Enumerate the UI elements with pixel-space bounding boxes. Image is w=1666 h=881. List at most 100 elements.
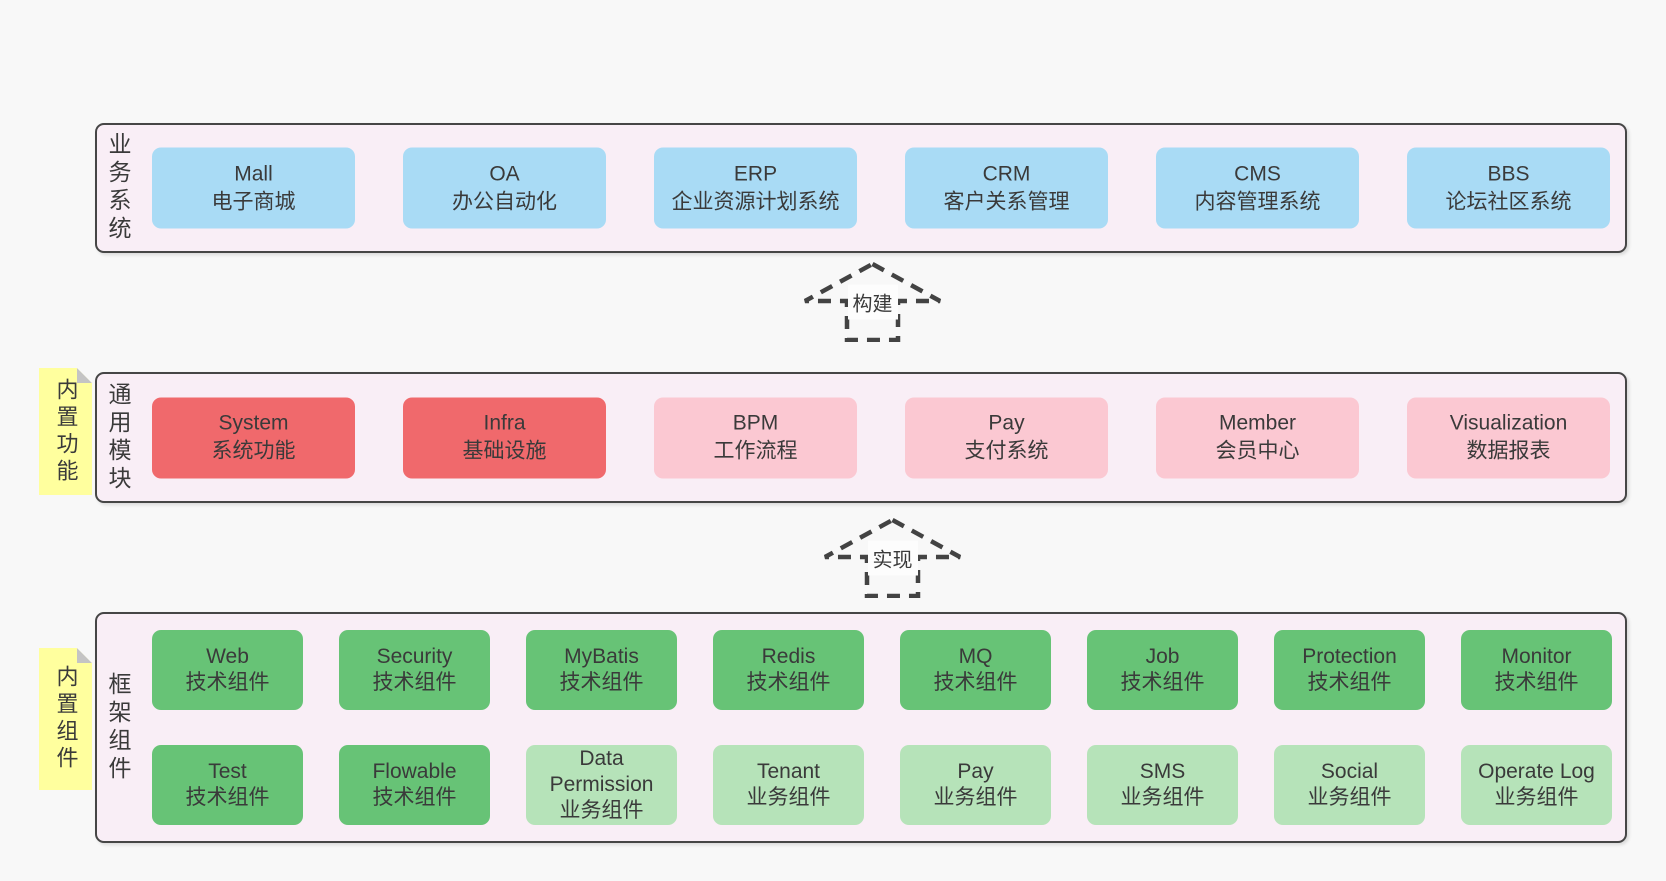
box-title: Test [208,760,247,783]
box-subtitle: 电子商城 [211,190,296,213]
box-subtitle: 办公自动化 [452,190,557,213]
box-title: BBS [1487,162,1530,185]
box-system: System 系统功能 [152,397,355,478]
box-oa: OA 办公自动化 [403,147,606,229]
box-title: Data Permission [549,747,654,796]
box-title: Pay [988,411,1025,435]
box-subtitle: 企业资源计划系统 [671,190,840,213]
box-subtitle: 系统功能 [211,439,296,463]
box-protection: Protection 技术组件 [1274,630,1425,710]
box-subtitle: 技术组件 [1494,671,1579,694]
box-monitor: Monitor 技术组件 [1461,630,1612,710]
box-subtitle: 客户关系管理 [943,190,1070,213]
box-subtitle: 工作流程 [713,439,798,463]
box-title: Member [1218,411,1297,435]
box-mybatis: MyBatis 技术组件 [526,630,677,710]
box-tenant: Tenant 业务组件 [713,745,864,825]
box-title: Security [376,645,453,668]
box-title: CMS [1234,162,1281,185]
box-subtitle: 技术组件 [185,786,270,809]
box-subtitle: 业务组件 [1494,786,1579,809]
box-subtitle: 基础设施 [462,439,547,463]
sticky-note-built-in-functions: 内置功能 [39,368,92,495]
box-title: MyBatis [564,645,639,668]
box-pay: Pay 支付系统 [905,397,1108,478]
layer-label-modules: 通用模块 [105,381,131,494]
box-title: CRM [982,162,1031,185]
box-title: Pay [957,760,994,783]
layer-common-modules: 通用模块 System 系统功能 Infra 基础设施 BPM 工作流程 Pay 支付系统 Me… [95,372,1627,503]
box-subtitle: 业务组件 [746,786,831,809]
box-subtitle: 论坛社区系统 [1445,190,1572,213]
box-title: Job [1145,645,1180,668]
box-title: Operate Log [1478,760,1595,783]
box-title: SMS [1139,760,1186,783]
box-title: Tenant [756,760,821,783]
box-title: System [218,411,289,435]
box-crm: CRM 客户关系管理 [905,147,1108,229]
box-title: Infra [483,411,526,435]
box-pay: Pay 业务组件 [900,745,1051,825]
box-title: Web [206,645,249,668]
box-subtitle: 业务组件 [1307,786,1392,809]
box-title: ERP [733,162,778,185]
box-title: BPM [732,411,779,435]
sticky-note-label: 内置功能 [53,377,79,486]
box-bpm: BPM 工作流程 [654,397,857,478]
box-title: Monitor [1501,645,1572,668]
box-subtitle: 内容管理系统 [1194,190,1321,213]
box-operate-log: Operate Log 业务组件 [1461,745,1612,825]
box-title: Social [1320,760,1379,783]
box-data-permission: Data Permission 业务组件 [526,745,677,825]
sticky-note-label: 内置组件 [53,665,79,773]
box-subtitle: 技术组件 [933,671,1018,694]
build-arrow-label: 构建 [847,284,898,320]
layer-label-business: 业务系统 [105,132,131,244]
box-title: OA [489,162,520,185]
box-title: Redis [761,645,816,668]
box-subtitle: 技术组件 [1307,671,1392,694]
box-social: Social 业务组件 [1274,745,1425,825]
box-sms: SMS 业务组件 [1087,745,1238,825]
implement-arrow-label: 实现 [867,540,918,576]
box-redis: Redis 技术组件 [713,630,864,710]
box-member: Member 会员中心 [1156,397,1359,478]
box-bbs: BBS 论坛社区系统 [1407,147,1610,229]
build-arrow-icon: 构建 [802,262,943,342]
layer-label-framework: 框架组件 [105,671,131,784]
box-title: Mall [234,162,273,185]
box-subtitle: 技术组件 [185,671,270,694]
box-mall: Mall 电子商城 [152,147,355,229]
box-title: MQ [958,645,993,668]
box-security: Security 技术组件 [339,630,490,710]
box-subtitle: 业务组件 [559,799,644,822]
box-subtitle: 会员中心 [1215,439,1300,463]
box-subtitle: 技术组件 [746,671,831,694]
box-subtitle: 业务组件 [1120,786,1205,809]
box-web: Web 技术组件 [152,630,303,710]
box-title: Protection [1302,645,1397,668]
box-subtitle: 技术组件 [372,671,457,694]
box-subtitle: 支付系统 [964,439,1049,463]
box-mq: MQ 技术组件 [900,630,1051,710]
implement-arrow-icon: 实现 [822,518,963,598]
box-infra: Infra 基础设施 [403,397,606,478]
box-test: Test 技术组件 [152,745,303,825]
sticky-note-built-in-components: 内置组件 [39,648,92,790]
business-boxes-row: Mall 电子商城 OA 办公自动化 ERP 企业资源计划系统 CRM 客户关系管理 CMS 内容… [152,147,1610,229]
layer-business-systems: 业务系统 Mall 电子商城 OA 办公自动化 ERP 企业资源计划系统 CRM 客户关系管理… [95,123,1627,253]
box-subtitle: 数据报表 [1466,439,1551,463]
box-cms: CMS 内容管理系统 [1156,147,1359,229]
box-subtitle: 业务组件 [933,786,1018,809]
box-erp: ERP 企业资源计划系统 [654,147,857,229]
box-subtitle: 技术组件 [559,671,644,694]
modules-boxes-row: System 系统功能 Infra 基础设施 BPM 工作流程 Pay 支付系统 Member 会… [152,397,1610,478]
box-subtitle: 技术组件 [372,786,457,809]
